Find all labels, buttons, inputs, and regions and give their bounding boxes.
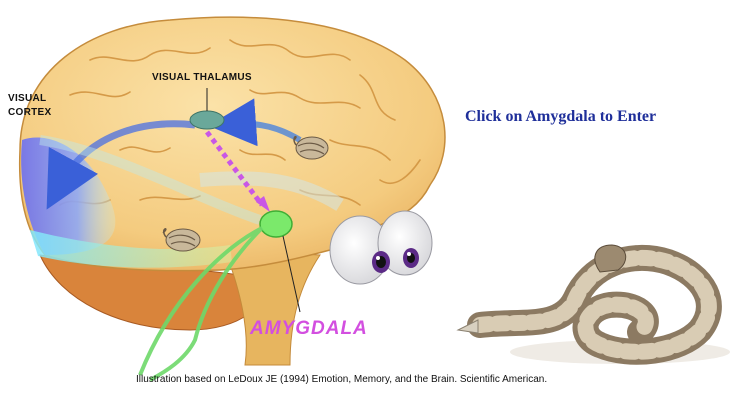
illustration-credit: Illustration based on LeDoux JE (1994) E… bbox=[136, 374, 547, 385]
enter-instruction-link[interactable]: Click on Amygdala to Enter bbox=[465, 108, 656, 126]
amygdala-label[interactable]: AMYGDALA bbox=[250, 318, 368, 340]
visual-thalamus-node bbox=[190, 111, 224, 129]
amygdala-node[interactable] bbox=[260, 211, 292, 237]
rattlesnake-image bbox=[458, 245, 730, 364]
visual-thalamus-label: VISUAL THALAMUS bbox=[152, 72, 252, 83]
visual-cortex-label: VISUAL CORTEX bbox=[8, 92, 51, 120]
